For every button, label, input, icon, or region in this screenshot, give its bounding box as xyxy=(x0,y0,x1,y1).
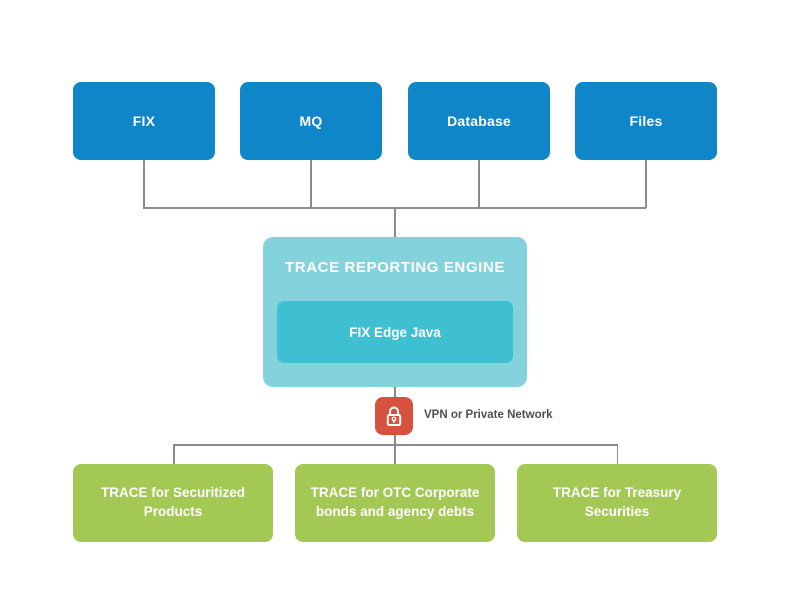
source-box-files: Files xyxy=(575,82,717,160)
network-label: VPN or Private Network xyxy=(424,409,553,421)
destination-box-label: TRACE for Securitized Products xyxy=(100,485,246,519)
connector-line xyxy=(394,435,396,464)
connector-line xyxy=(394,207,396,237)
connector-line xyxy=(394,387,396,397)
connector-line xyxy=(645,160,647,208)
source-box-label: FIX xyxy=(132,113,156,129)
source-box-fix: FIX xyxy=(73,82,215,160)
engine-title: TRACE REPORTING ENGINE xyxy=(285,259,505,276)
destination-box-label: TRACE for OTC Corporate bonds and agency… xyxy=(310,485,480,519)
source-box-label: MQ xyxy=(299,113,323,129)
source-box-label: Files xyxy=(629,113,663,129)
destination-box-securitized-products: TRACE for Securitized Products xyxy=(73,464,273,542)
engine-inner-label: FIX Edge Java xyxy=(349,324,441,340)
connector-line xyxy=(616,444,618,464)
engine-inner-box: FIX Edge Java xyxy=(277,301,513,363)
destination-box-label: TRACE for Treasury Securities xyxy=(552,485,682,519)
source-box-mq: MQ xyxy=(240,82,382,160)
vpn-lock-badge xyxy=(375,397,413,435)
destination-box-treasury-securities: TRACE for Treasury Securities xyxy=(517,464,717,542)
connector-line xyxy=(478,160,480,208)
connector-line xyxy=(143,160,145,208)
source-box-label: Database xyxy=(447,113,511,129)
destination-box-otc-corporate-bonds: TRACE for OTC Corporate bonds and agency… xyxy=(295,464,495,542)
connector-line xyxy=(173,444,175,464)
connector-line xyxy=(173,444,618,446)
source-box-database: Database xyxy=(408,82,550,160)
lock-icon xyxy=(381,403,407,429)
connector-line xyxy=(310,160,312,208)
